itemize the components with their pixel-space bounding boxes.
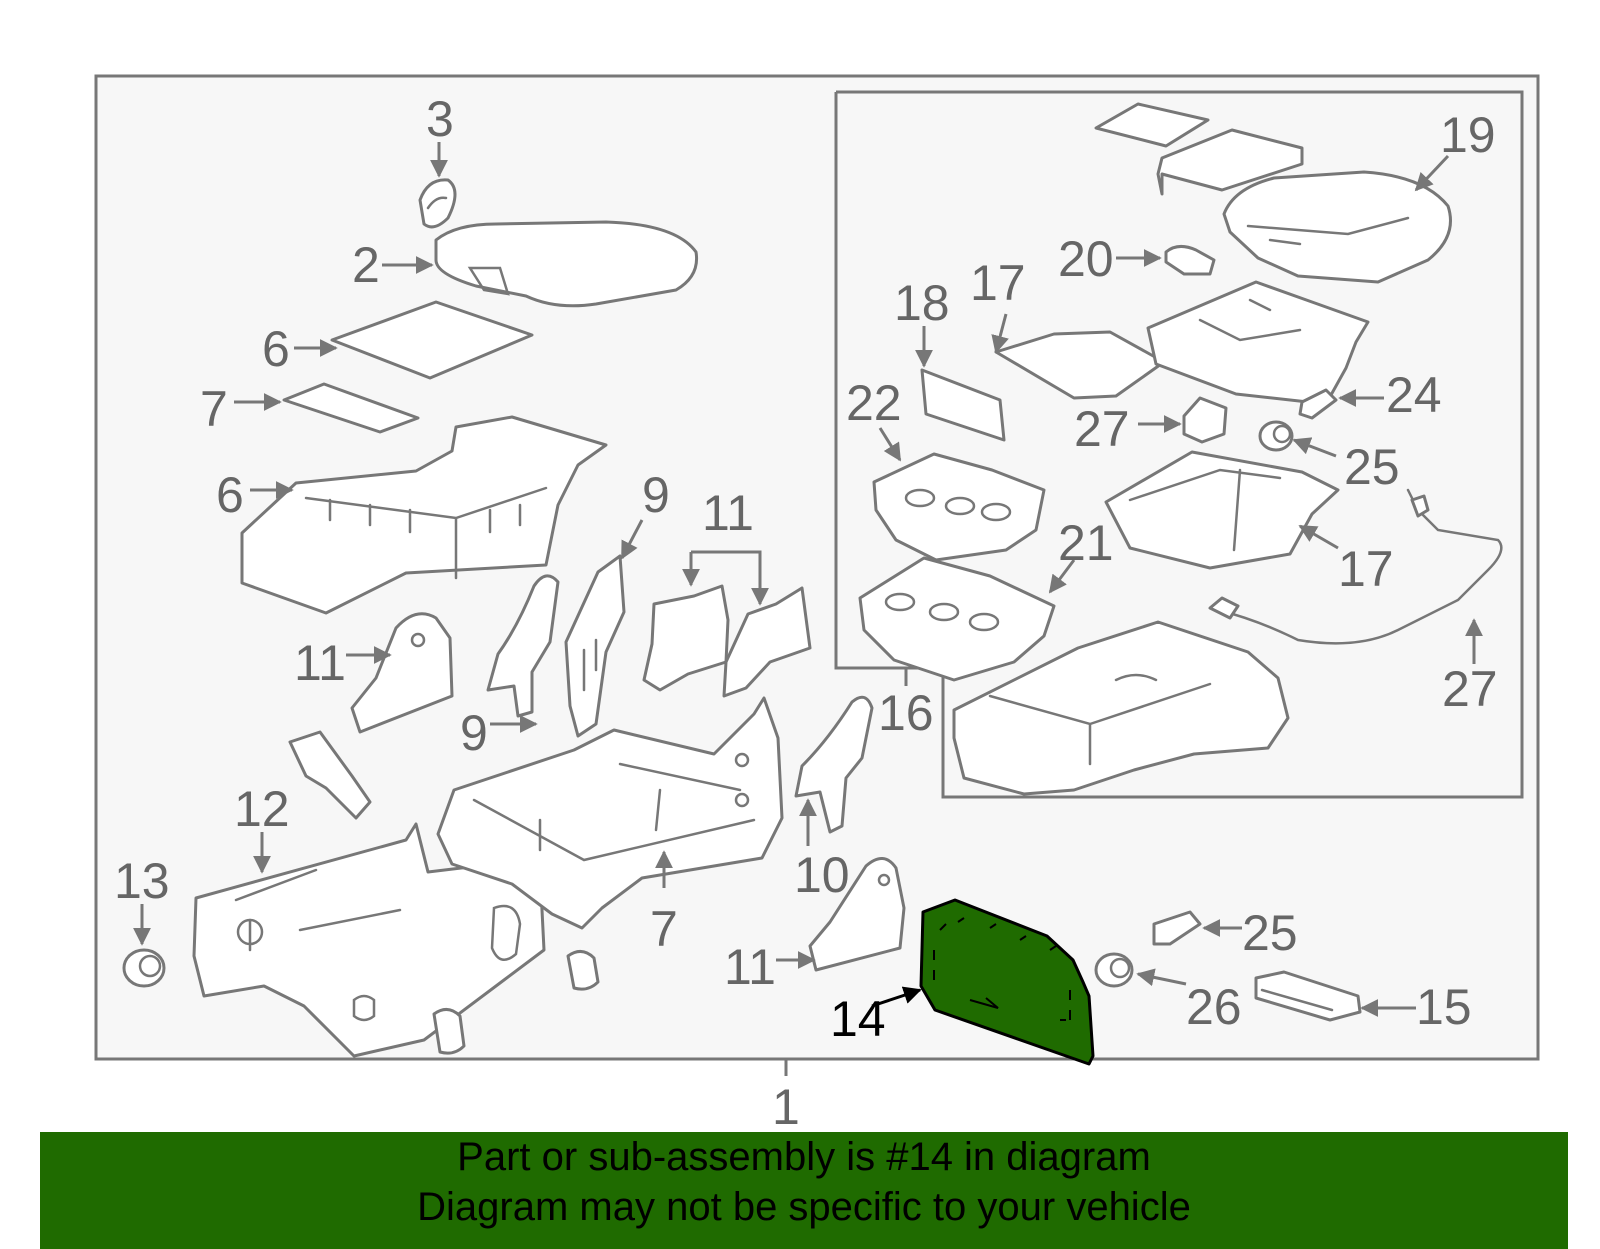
- callout-25-lower: 26: [1186, 979, 1242, 1035]
- subassembly-16-frame: [834, 90, 1524, 799]
- part-2-lid: [434, 220, 699, 308]
- callout-23: 22: [846, 375, 902, 431]
- part-20-armrest-assembly: [1094, 102, 1452, 284]
- part-24-retainer-upper: [1298, 388, 1338, 420]
- callout-11-upper: 11: [294, 635, 346, 691]
- callout-24-lower: 25: [1242, 905, 1298, 961]
- callout-27: 27: [1442, 661, 1498, 717]
- part-clip-b: [432, 1008, 466, 1055]
- part-25-grommet-lower: [1094, 952, 1134, 988]
- callout-5: 7: [200, 381, 228, 437]
- callout-16: 16: [878, 685, 934, 741]
- part-12-console-housing: [192, 822, 546, 1058]
- callout-9-lower: 10: [794, 847, 850, 903]
- part-15-tray: [1254, 970, 1362, 1022]
- part-27-wiring-harness: [1208, 488, 1503, 645]
- callout-13: 13: [114, 853, 170, 909]
- callout-9-upper: 9: [460, 705, 488, 761]
- part-4-storage-bin: [240, 415, 608, 615]
- callout-21: 20: [1058, 231, 1114, 287]
- callout-4: 6: [216, 467, 244, 523]
- part-9-hinge-lower: [794, 695, 874, 834]
- callout-2: 2: [352, 237, 380, 293]
- callout-10: 11: [702, 485, 754, 541]
- callout-18: 17: [970, 255, 1026, 311]
- part-26-clip: [1182, 396, 1228, 444]
- callout-11-lower: 11: [724, 939, 776, 995]
- callout-6: 6: [262, 321, 290, 377]
- callout-26: 27: [1074, 401, 1130, 457]
- leader-lines: [133, 142, 1483, 1076]
- banner-line-1: Part or sub-assembly is #14 in diagram: [457, 1135, 1151, 1179]
- part-12-small-bracket: [288, 730, 372, 820]
- part-16-console-base: [952, 620, 1290, 796]
- part-24-retainer-lower: [1152, 910, 1202, 946]
- part-3-bezel: [418, 178, 457, 229]
- callout-1: 1: [772, 1079, 800, 1135]
- part-10-bracket-right: [722, 586, 812, 698]
- part-7-seat-frame: [436, 696, 784, 930]
- callout-7: 7: [650, 901, 678, 957]
- part-9-hinge-upper: [486, 574, 560, 718]
- part-11-trim-upper: [350, 612, 454, 734]
- part-14-panel-highlighted: [919, 898, 1095, 1066]
- callout-3: 3: [426, 91, 454, 147]
- callout-20: 19: [1440, 107, 1496, 163]
- callout-19: 18: [894, 275, 950, 331]
- callout-labels: 3 2 6 7 6 9 11 11 9 12 13 7 10 11 14 25 …: [114, 91, 1498, 1135]
- part-22-cup-holder: [858, 556, 1056, 682]
- callout-14: 14: [830, 991, 886, 1047]
- part-8-bracket: [564, 554, 626, 738]
- callout-12: 12: [234, 781, 290, 837]
- part-25-grommet-upper: [1258, 420, 1294, 452]
- part-19-divider: [920, 368, 1006, 442]
- part-21-latch: [1164, 245, 1216, 276]
- part-10-bracket-left: [642, 584, 730, 692]
- info-banner: Part or sub-assembly is #14 in diagram D…: [40, 1132, 1568, 1249]
- part-23-cup-holder: [872, 452, 1046, 562]
- callout-24-upper: 24: [1386, 367, 1442, 423]
- part-5-pad: [282, 382, 420, 434]
- callout-17: 17: [1338, 541, 1394, 597]
- callout-22: 21: [1058, 515, 1114, 571]
- part-17-storage-bin: [1104, 450, 1340, 570]
- part-6-pad: [330, 300, 534, 380]
- part-13-grommet: [122, 948, 166, 988]
- banner-line-2: Diagram may not be specific to your vehi…: [417, 1185, 1191, 1229]
- part-armrest-base-plate: [1146, 280, 1370, 406]
- callout-25-upper: 25: [1344, 439, 1400, 495]
- callout-8: 9: [642, 467, 670, 523]
- part-clip-a: [566, 950, 600, 991]
- callout-15: 15: [1416, 979, 1472, 1035]
